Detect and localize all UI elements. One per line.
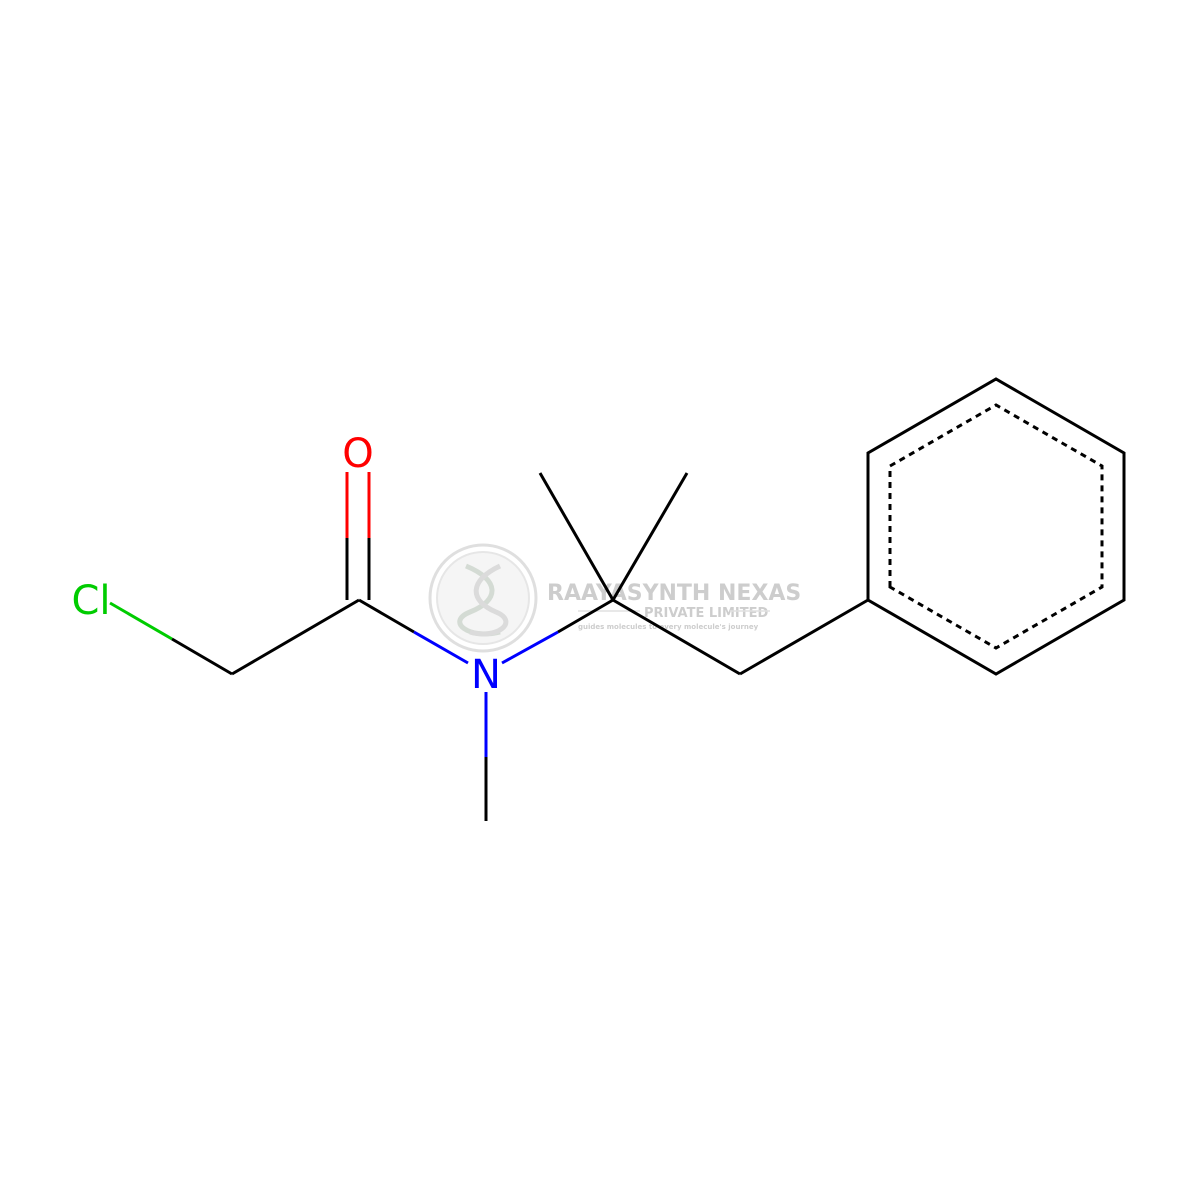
- bond-n-cq-c-half: [557, 598, 614, 634]
- benzene-ring-aromatic-inner: [888, 403, 1104, 650]
- bond-carbonyl-n-n-half: [413, 630, 469, 665]
- watermark: RAAYASYNTH NEXAS PRIVATE LIMITED guides …: [428, 543, 801, 653]
- atom-label-o: O: [342, 431, 373, 477]
- benzene-ring-outer: [866, 377, 1126, 676]
- bond-cq-benzyl-ch2: [612, 598, 741, 676]
- bond-cl-ch2-cl-half: [109, 601, 173, 641]
- watermark-tagline: guides molecules to every molecule's jou…: [578, 623, 759, 631]
- atom-label-cl: Cl: [71, 578, 110, 624]
- bond-cl-ch2-c-half: [171, 637, 233, 676]
- bond-n-cq-n-half: [501, 630, 559, 665]
- bond-carbonyl-n-c-half: [358, 598, 415, 634]
- bond-ch2-carbonyl: [231, 598, 360, 676]
- watermark-logo-ring: [428, 543, 538, 653]
- bond-ch2-phenyl: [739, 598, 869, 676]
- watermark-dna-strand-icon: [469, 563, 509, 637]
- atom-labels: Cl O N: [71, 431, 500, 698]
- bond-cq-methyl-left: [538, 472, 615, 601]
- bond-cq-methyl-right: [611, 472, 689, 601]
- watermark-logo-disc: [436, 551, 530, 645]
- watermark-line1: RAAYASYNTH NEXAS: [547, 581, 801, 606]
- watermark-line2: PRIVATE LIMITED: [644, 606, 769, 621]
- atom-label-n: N: [471, 652, 501, 698]
- bonds: [109, 377, 1126, 821]
